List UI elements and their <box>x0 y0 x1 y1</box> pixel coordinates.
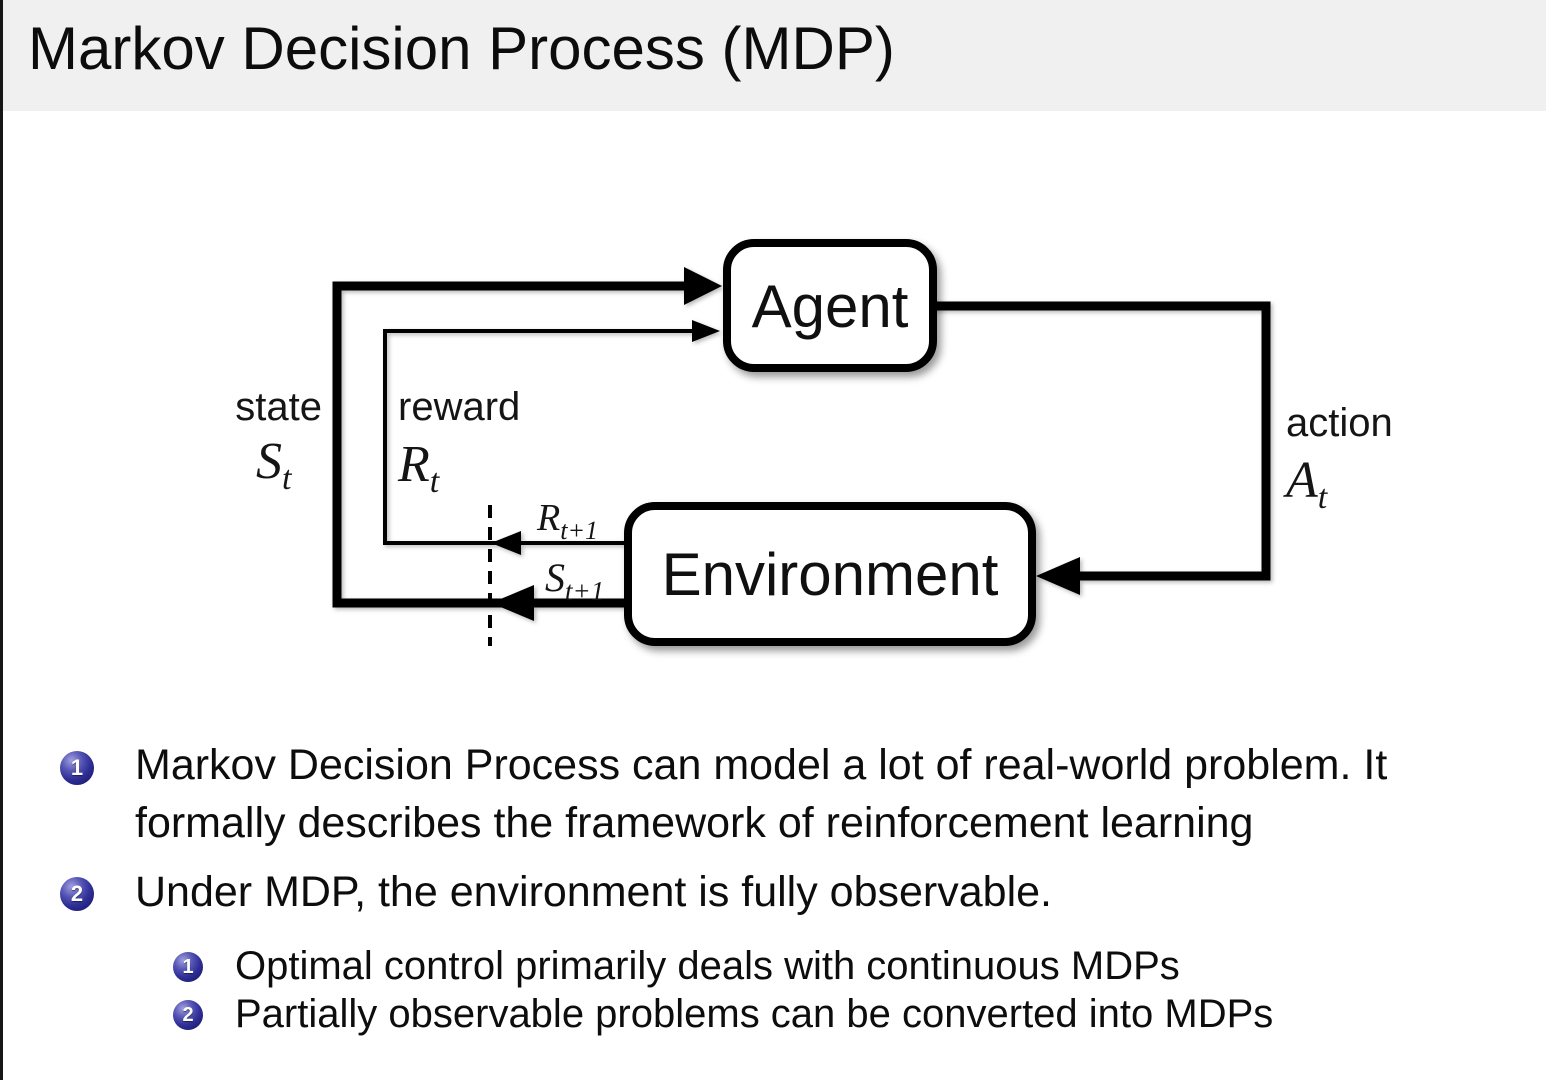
title-band: Markov Decision Process (MDP) <box>0 0 1546 111</box>
reward-loop-arrow <box>383 320 720 555</box>
reward-label: reward <box>398 385 520 429</box>
action-arrowhead-into-environment <box>1036 557 1080 595</box>
sub-bullet-1-ball: 1 <box>173 952 203 982</box>
action-label: action <box>1286 401 1393 445</box>
environment-label: Environment <box>662 541 999 608</box>
agent-label: Agent <box>752 273 909 340</box>
sub-bullet-1-text: Optimal control primarily deals with con… <box>235 944 1180 988</box>
bullet-2-text: Under MDP, the environment is fully obse… <box>135 868 1052 916</box>
bullet-1-ball: 1 <box>60 751 94 785</box>
slide-left-border <box>0 0 3 1080</box>
state-loop-arrow <box>332 267 722 621</box>
next-reward-arrowhead <box>491 531 521 555</box>
reward-arrowhead-into-agent <box>692 320 720 342</box>
bullet-1-text: Markov Decision Process can model a lot … <box>135 741 1388 847</box>
sub-bullet-2-ball: 2 <box>173 1000 203 1030</box>
action-symbol: At <box>1283 452 1329 516</box>
slide-title: Markov Decision Process (MDP) <box>28 15 895 82</box>
next-reward-symbol: Rt+1 <box>536 497 598 545</box>
agent-box <box>723 239 937 372</box>
environment-box <box>624 502 1036 646</box>
next-state-symbol: St+1 <box>545 555 604 606</box>
state-label: state <box>235 385 322 429</box>
sub-bullet-2-text: Partially observable problems can be con… <box>235 992 1274 1036</box>
reward-symbol: Rt <box>397 436 441 500</box>
state-arrowhead-into-agent <box>684 267 722 305</box>
action-loop-arrow <box>933 301 1271 595</box>
bullet-2-ball: 2 <box>60 877 94 911</box>
next-state-arrowhead <box>491 585 534 621</box>
state-symbol: St <box>256 433 293 497</box>
